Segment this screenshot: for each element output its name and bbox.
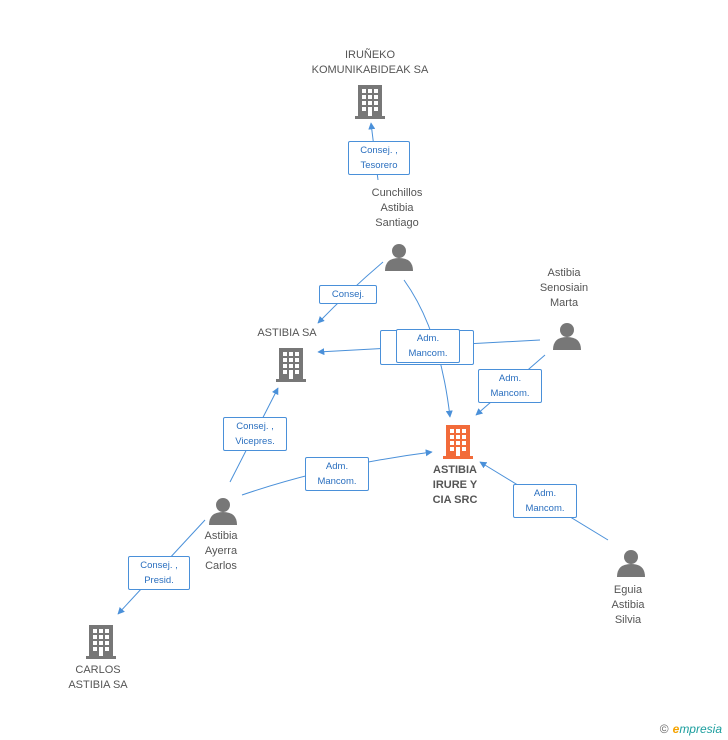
carlos-sa-building-icon[interactable] [86, 625, 116, 659]
edge-label-adm-mancom-egui: Adm. Mancom. [513, 484, 577, 518]
edge-label-consej-presid: Consej. , Presid. [128, 556, 190, 590]
edge-label-adm-mancom-cunchillos: Adm. Mancom. [396, 329, 460, 363]
senosiain-label[interactable]: Astibia Senosiain Marta [539, 267, 589, 309]
ayerra-label[interactable]: Astibia Ayerra Carlos [204, 530, 238, 572]
cunchillos-person-icon[interactable] [385, 244, 413, 271]
brand-name: mpresia [679, 722, 722, 736]
astibia-sa-label[interactable]: ASTIBIA SA [257, 327, 317, 339]
astibia-sa-building-icon[interactable] [276, 348, 306, 382]
brand-watermark: ©empresia [660, 722, 722, 736]
edge-label-consej-tesorero: Consej. , Tesorero [348, 141, 410, 175]
egui-person-icon[interactable] [617, 550, 645, 577]
senosiain-person-icon[interactable] [553, 323, 581, 350]
carlos-sa-label[interactable]: CARLOS ASTIBIA SA [68, 664, 128, 691]
cunchillos-label[interactable]: Cunchillos Astibia Santiago [371, 187, 423, 229]
ayerra-person-icon[interactable] [209, 498, 237, 525]
focus-building-icon[interactable] [443, 425, 473, 459]
edge-label-consej-vicepres: Consej. , Vicepres. [223, 417, 287, 451]
edge-label-adm-mancom-ayerra: Adm. Mancom. [305, 457, 369, 491]
copyright-symbol: © [659, 722, 669, 736]
brand-e: e [672, 722, 680, 736]
focus-label[interactable]: ASTIBIA IRURE Y CIA SRC [432, 464, 478, 506]
irune-label[interactable]: IRUÑEKO KOMUNIKABIDEAK SA [311, 49, 429, 76]
edge-label-consej: Consej. [319, 285, 377, 304]
irune-building-icon[interactable] [355, 85, 385, 119]
egui-label[interactable]: Eguia Astibia Silvia [611, 584, 645, 626]
edge-label-adm-mancom-senosiain: Adm. Mancom. [478, 369, 542, 403]
